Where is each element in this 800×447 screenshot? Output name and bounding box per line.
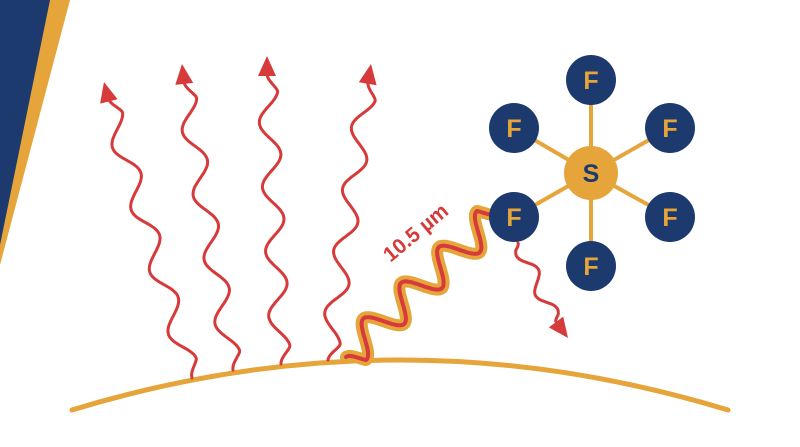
fluorine-atom-top: F [566,55,616,105]
fluorine-atom-label: F [662,115,677,143]
fluorine-atom-upper-right: F [645,103,695,153]
absorbed-wave [340,205,503,366]
sulfur-atom: S [564,146,618,200]
reemitted-ray [514,241,568,338]
infrared-ray-2 [180,80,242,372]
infrared-ray-4-arrowhead [358,64,377,86]
reemitted-ray-path [514,241,560,324]
sulfur-atom-circle [564,146,618,200]
fluorine-atom-lower-right: F [645,192,695,242]
infrared-ray-4 [323,80,377,362]
fluorine-atom-label: F [506,115,521,143]
fluorine-atom-lower-left: F [489,192,539,242]
earth-surface-arc [69,357,731,413]
fluorine-atom-label: F [583,67,598,95]
sf6-molecule: F F F F F F S [489,55,695,291]
outgoing-infrared-rays [100,56,377,380]
infrared-ray-3-arrowhead [258,56,276,76]
infrared-ray-1-arrowhead [100,82,118,104]
infrared-ray-3 [257,72,292,366]
infrared-ray-1 [106,96,198,380]
absorbed-wave-core [344,209,499,362]
fluorine-atom-label: F [662,204,677,232]
fluorine-atom-upper-left: F [489,103,539,153]
corner-navy-stripe [0,0,50,245]
fluorine-atom-circle [645,192,695,242]
fluorine-atom-label: F [583,253,598,281]
corner-decoration [0,0,70,265]
reemitted-ray-arrowhead [548,316,568,338]
fluorine-atom-circle [645,103,695,153]
fluorine-atom-circle [489,103,539,153]
fluorine-atom-circle [489,192,539,242]
sulfur-atom-label: S [583,160,600,188]
fluorine-atom-label: F [506,204,521,232]
infrared-ray-2-arrowhead [175,64,194,85]
fluorine-atom-circle [566,241,616,291]
fluorine-atom-circle [566,55,616,105]
fluorine-atom-bottom: F [566,241,616,291]
